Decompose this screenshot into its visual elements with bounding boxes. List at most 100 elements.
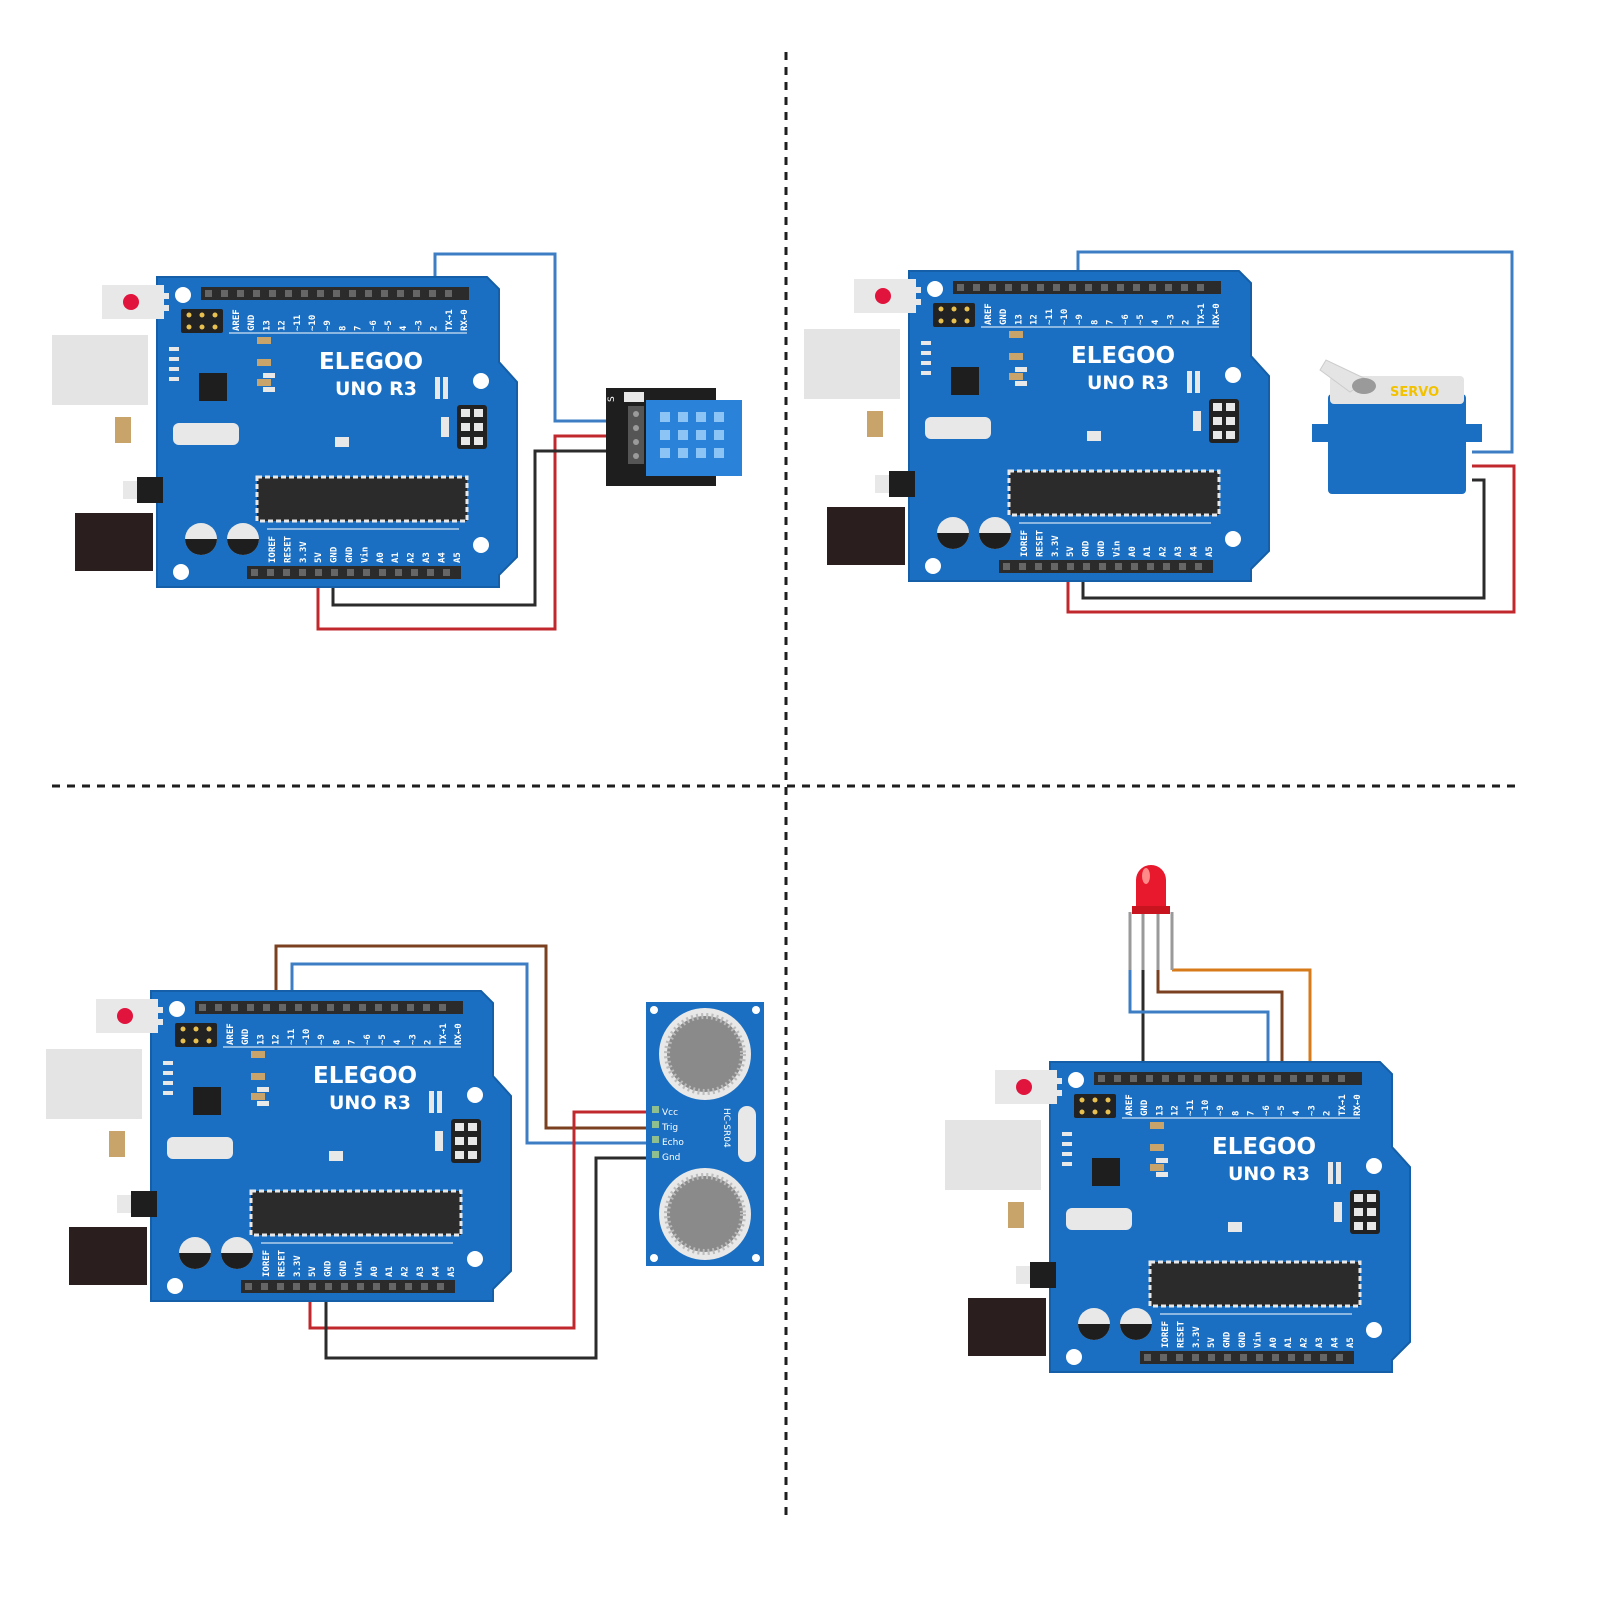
power-pin-label: 5V [308,1266,318,1277]
hc-sr04-module [646,1002,764,1266]
power-pin-label: A4 [1330,1337,1340,1348]
digital-pin-label: GND [247,314,257,331]
servo-label: SERVO [1390,385,1439,400]
digital-pin-label: 12 [1030,314,1040,325]
digital-pin-label: TX→1 [439,1023,449,1045]
digital-pin-label: 8 [338,326,348,331]
digital-pin-label: AREF [984,303,994,325]
power-pin-label: A1 [1143,546,1153,557]
power-pin-label: 3.3V [1051,535,1061,557]
digital-pin-label: 13 [256,1034,266,1045]
digital-pin-label: TX→1 [445,309,455,331]
digital-pin-label: 2 [1323,1111,1333,1116]
dht11-module [606,388,742,486]
digital-pin-label: GND [1140,1099,1150,1116]
power-pin-label: Vin [359,547,370,563]
power-pin-label: RESET [283,535,293,563]
digital-pin-label: 4 [399,325,409,331]
digital-pin-label: 12 [278,320,288,331]
power-pin-label: A3 [1315,1337,1325,1348]
digital-pin-label: ~3 [408,1034,418,1045]
power-pin-label: A1 [1284,1337,1294,1348]
board-model: UNO R3 [1228,1163,1310,1185]
digital-pin-label: AREF [232,309,242,331]
digital-pin-label: AREF [1125,1094,1135,1116]
digital-pin-label: 7 [354,326,364,331]
digital-pin-label: ~6 [1121,314,1131,325]
power-pin-label: IOREF [268,536,278,563]
digital-pin-label: 7 [1106,320,1116,325]
digital-pin-label: ~5 [378,1034,388,1045]
digital-pin-label: RX←0 [460,309,470,331]
digital-pin-label: ~11 [293,315,303,331]
board-model: UNO R3 [1087,372,1169,394]
power-pin-label: GND [330,546,340,563]
digital-pin-label: ~10 [1060,309,1070,325]
power-pin-label: A5 [1205,546,1215,557]
hc-sr04-pin-trig: Trig [661,1123,678,1133]
power-pin-label: A3 [416,1266,426,1277]
quadrant-ultrasonic: Vcc Trig Echo Gnd HC-SR04 ELEGOO UNO R3 … [44,944,764,1360]
servo-motor: SERVO [1312,359,1482,494]
digital-pin-label: ~5 [1277,1105,1287,1116]
hc-sr04-pin-labels: Vcc Trig Echo Gnd [661,1108,684,1163]
digital-pin-label: ~10 [1201,1100,1211,1116]
power-pin-label: 5V [314,552,324,563]
power-pin-label: A0 [370,1266,380,1277]
power-pin-label: A2 [1159,546,1169,557]
wires-servo [1066,250,1516,614]
dht11-signal-label: S [607,396,617,402]
digital-pin-label: RX←0 [454,1023,464,1045]
digital-pin-label: GND [999,308,1009,325]
power-pin-label: A3 [422,552,432,563]
power-pin-label: RESET [277,1249,287,1277]
wires-ultrasonic [274,944,650,1360]
digital-pin-label: 8 [1231,1111,1241,1116]
power-pin-label: A4 [431,1266,441,1277]
power-pin-label: RESET [1176,1320,1186,1348]
digital-pin-label: GND [241,1028,251,1045]
digital-pin-label: ~3 [1166,314,1176,325]
board-model: UNO R3 [335,378,417,400]
digital-pin-label: ~5 [1136,314,1146,325]
power-pin-label: A4 [1189,546,1199,557]
digital-pin-label: 12 [1171,1105,1181,1116]
digital-pin-label: 8 [332,1040,342,1045]
digital-pin-label: ~9 [317,1034,327,1045]
power-pin-label: GND [1097,540,1107,557]
digital-pin-label: 4 [1151,319,1161,325]
digital-pin-label: ~6 [1262,1105,1272,1116]
digital-pin-label: 2 [1182,320,1192,325]
power-pin-label: A2 [407,552,417,563]
power-pin-label: A0 [376,552,386,563]
power-pin-label: A2 [1300,1337,1310,1348]
digital-pin-label: ~6 [363,1034,373,1045]
hc-sr04-name: HC-SR04 [721,1108,731,1148]
board-brand: ELEGOO [1071,343,1175,369]
power-pin-label: GND [339,1260,349,1277]
power-pin-label: GND [1082,540,1092,557]
power-pin-label: GND [345,546,355,563]
wires-dht11 [316,252,608,631]
wires-rgb-led [1128,968,1312,1082]
board-brand: ELEGOO [313,1063,417,1089]
power-pin-label: A0 [1269,1337,1279,1348]
power-pin-label: GND [1238,1331,1248,1348]
digital-pin-label: TX→1 [1197,303,1207,325]
digital-pin-label: ~10 [308,315,318,331]
power-pin-label: A5 [447,1266,457,1277]
board-model: UNO R3 [329,1092,411,1114]
power-pin-label: A3 [1174,546,1184,557]
digital-pin-label: ~3 [1307,1105,1317,1116]
power-pin-label: 3.3V [293,1255,303,1277]
